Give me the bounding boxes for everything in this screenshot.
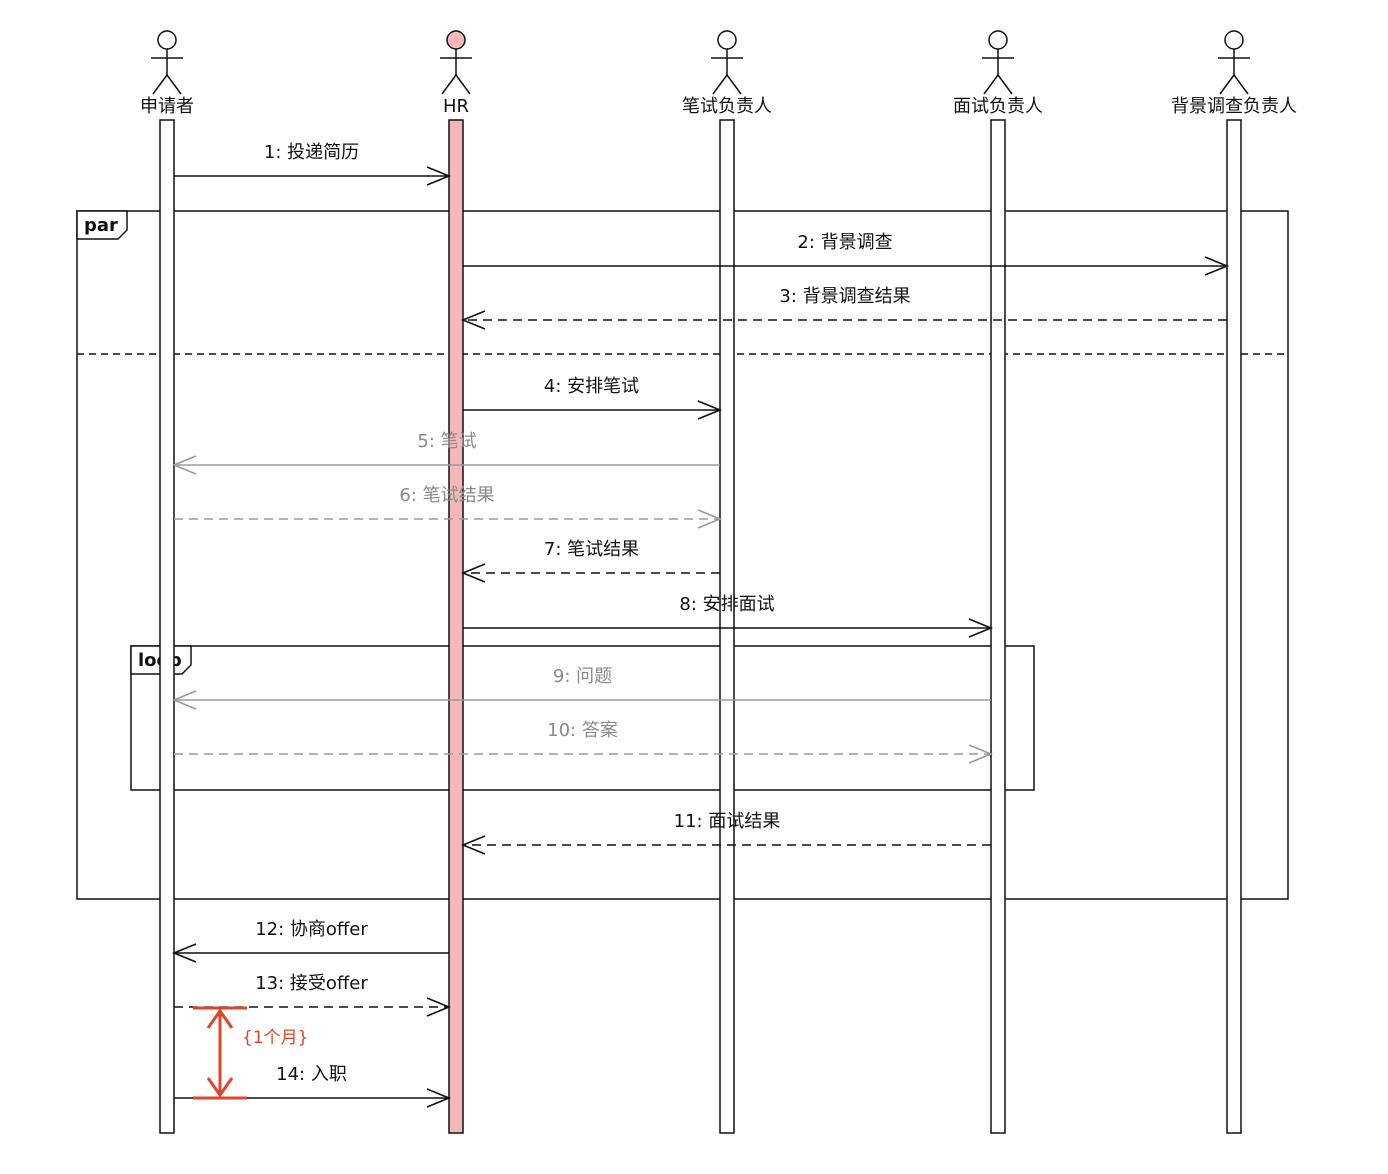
actor-hr: HR: [440, 30, 472, 1134]
message-4: 4: 安排笔试: [463, 376, 723, 420]
actor-applicant: 申请者: [140, 30, 194, 1134]
constraint-arrow-up: [206, 1008, 234, 1029]
message-8: 8: 安排面试: [463, 594, 994, 638]
actor-written_test_lead: 笔试负责人: [682, 30, 772, 1134]
message-11: 11: 面试结果: [460, 811, 991, 855]
message-arrowhead: [968, 744, 994, 764]
message-label: 13: 接受offer: [255, 973, 368, 994]
message-arrowhead: [426, 166, 452, 186]
message-2: 2: 背景调查: [463, 232, 1230, 276]
messages-layer: 1: 投递简历 2: 背景调查 3: 背景调查结果 4: 安排笔试 5: 笔试 6: 笔试…: [171, 142, 1230, 1108]
actor-name: 申请者: [140, 96, 194, 117]
lifeline-bar: [1226, 119, 1242, 1134]
message-label: 9: 问题: [553, 666, 612, 687]
constraint-arrow-down: [206, 1077, 234, 1098]
lifeline-bar: [448, 119, 464, 1134]
message-arrowhead: [460, 835, 486, 855]
fragment-par: par: [76, 210, 1289, 900]
message-label: 8: 安排面试: [679, 594, 774, 615]
message-9: 9: 问题: [171, 666, 991, 710]
message-label: 3: 背景调查结果: [779, 286, 910, 307]
constraint-layer: {1个月}: [193, 1006, 308, 1100]
lifeline-bar: [159, 119, 175, 1134]
message-arrowhead: [460, 310, 486, 330]
message-label: 1: 投递简历: [264, 142, 359, 163]
message-arrowhead: [697, 509, 723, 529]
message-14: 14: 入职: [174, 1064, 452, 1108]
duration-constraint: {1个月}: [193, 1006, 308, 1100]
message-label: 11: 面试结果: [674, 811, 781, 832]
message-5: 5: 笔试: [171, 431, 720, 475]
fragment-tag-label: par: [84, 215, 118, 236]
frames-layer: parloop: [76, 210, 1289, 900]
actor-icon: [151, 30, 183, 95]
message-3: 3: 背景调查结果: [460, 286, 1227, 330]
message-label: 5: 笔试: [417, 431, 476, 452]
fragment-border: [130, 645, 1035, 791]
message-7: 7: 笔试结果: [460, 539, 720, 583]
lifeline-bar: [719, 119, 735, 1134]
actor-name: 背景调查负责人: [1171, 96, 1297, 117]
actor-interview_lead: 面试负责人: [953, 30, 1043, 1134]
lifelines-layer: 申请者 HR 笔试负责人 面试负责人 背景调查负责人: [140, 30, 1297, 1134]
message-label: 2: 背景调查: [797, 232, 892, 253]
constraint-label: {1个月}: [242, 1028, 308, 1048]
message-label: 6: 笔试结果: [399, 485, 494, 506]
message-1: 1: 投递简历: [174, 142, 452, 186]
message-arrowhead: [426, 1088, 452, 1108]
message-label: 4: 安排笔试: [544, 376, 639, 397]
message-label: 10: 答案: [547, 720, 618, 741]
message-10: 10: 答案: [174, 720, 994, 764]
actor-background_lead: 背景调查负责人: [1171, 30, 1297, 1134]
message-arrowhead: [968, 618, 994, 638]
message-arrowhead: [1204, 256, 1230, 276]
actor-icon: [711, 30, 743, 95]
message-arrowhead: [171, 690, 197, 710]
actor-icon: [1218, 30, 1250, 95]
message-6: 6: 笔试结果: [174, 485, 723, 529]
message-arrowhead: [460, 563, 486, 583]
fragment-border: [76, 210, 1289, 900]
message-arrowhead: [171, 943, 197, 963]
message-arrowhead: [697, 400, 723, 420]
message-label: 12: 协商offer: [255, 919, 368, 940]
message-arrowhead: [426, 997, 452, 1017]
message-label: 7: 笔试结果: [544, 539, 639, 560]
actor-name: 笔试负责人: [682, 96, 772, 117]
message-12: 12: 协商offer: [171, 919, 449, 963]
actor-icon: [440, 30, 472, 95]
fragment-tag-box: [76, 210, 128, 240]
actor-name: HR: [443, 96, 469, 117]
lifeline-bar: [990, 119, 1006, 1134]
actor-name: 面试负责人: [953, 96, 1043, 117]
message-arrowhead: [171, 455, 197, 475]
actor-icon: [982, 30, 1014, 95]
message-13: 13: 接受offer: [174, 973, 452, 1017]
message-label: 14: 入职: [276, 1064, 347, 1085]
